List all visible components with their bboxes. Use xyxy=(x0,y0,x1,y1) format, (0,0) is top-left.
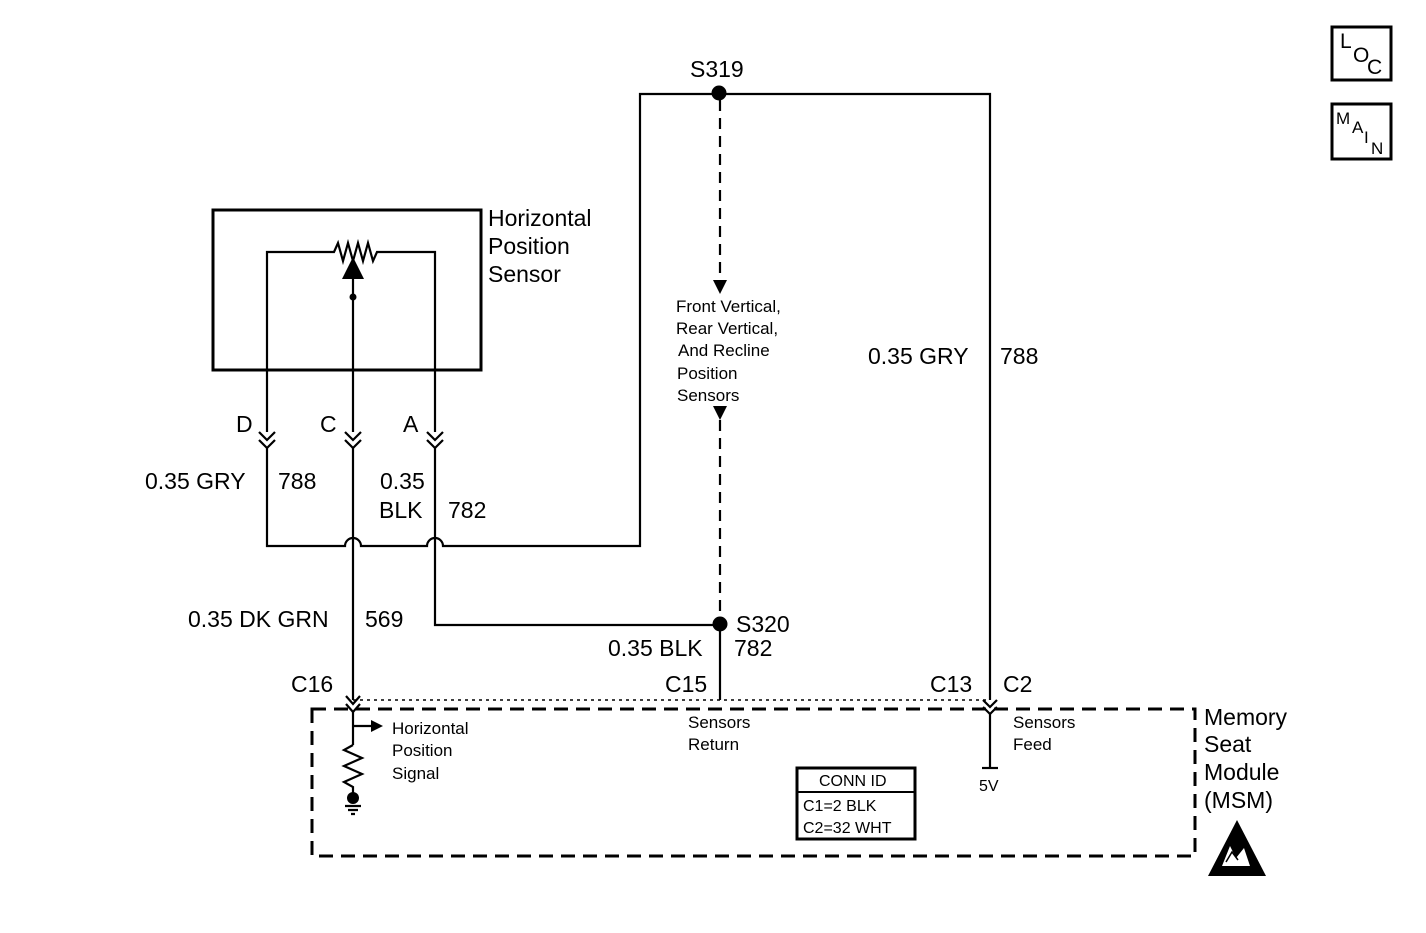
module-boundary xyxy=(310,707,1197,858)
wire-blk-782-a xyxy=(433,448,720,627)
horizontal-position-sensor: Horizontal Position Sensor xyxy=(211,205,592,372)
loc-letter-o: O xyxy=(1353,44,1369,67)
main-letter-a: A xyxy=(1352,118,1364,137)
sensor-title-line1: Horizontal xyxy=(488,205,592,231)
wire-gry-right-circuit: 788 xyxy=(1000,343,1038,369)
other-sensors-line4: Position xyxy=(677,364,737,383)
sensors-feed-line1: Sensors xyxy=(1013,713,1075,732)
wire-blk-a-color: BLK xyxy=(379,497,423,523)
connector-c16-label: C16 xyxy=(291,671,333,697)
dashed-arrow-down-icon-2 xyxy=(713,406,727,420)
sensor-title-line3: Sensor xyxy=(488,261,561,287)
conn-id-row-c1: C1=2 BLK xyxy=(803,798,877,815)
sensor-box xyxy=(211,208,483,372)
wire-gry-left-circuit: 788 xyxy=(278,468,316,494)
signal-label-line3: Signal xyxy=(392,764,439,783)
wire-blk-a-gauge: 0.35 xyxy=(380,468,425,494)
pin-d-connector-icon xyxy=(258,431,276,450)
splice-s319-label: S319 xyxy=(690,56,744,82)
c13-terminal-icon xyxy=(982,699,998,716)
pin-d-label: D xyxy=(236,411,253,437)
main-letter-n: N xyxy=(1371,139,1383,158)
loc-letter-l: L xyxy=(1340,30,1352,53)
main-button[interactable]: M A I N xyxy=(1330,102,1393,161)
signal-label-line2: Position xyxy=(392,741,452,760)
dashed-arrow-down-icon xyxy=(713,280,727,294)
potentiometer-resistor-icon xyxy=(265,238,437,370)
connector-c2-label: C2 xyxy=(1003,671,1032,697)
pin-a-connector-icon xyxy=(426,431,444,450)
splice-s320-label: S320 xyxy=(736,611,790,637)
sensors-feed-line2: Feed xyxy=(1013,735,1052,754)
conn-id-title: CONN ID xyxy=(819,773,887,790)
pullup-resistor-icon xyxy=(341,744,365,796)
wire-dkgrn-circuit: 569 xyxy=(365,606,403,632)
wire-blk-s320-circuit: 782 xyxy=(734,635,772,661)
ground-icon xyxy=(345,804,361,816)
signal-arrow-icon xyxy=(371,720,383,732)
feed-voltage-label: 5V xyxy=(979,778,999,795)
module-name-line2: Seat xyxy=(1204,731,1252,757)
pin-c-label: C xyxy=(320,411,337,437)
sensors-return-line2: Return xyxy=(688,735,739,754)
wire-blk-s320-color: 0.35 BLK xyxy=(608,635,703,661)
main-letter-m: M xyxy=(1336,109,1350,128)
wire-gry-right-color: 0.35 GRY xyxy=(868,343,969,369)
esd-warning-icon xyxy=(1208,820,1266,876)
other-sensors-line1: Front Vertical, xyxy=(676,297,781,316)
other-sensors-line5: Sensors xyxy=(677,386,739,405)
other-sensors-line2: Rear Vertical, xyxy=(676,319,778,338)
sensor-title-line2: Position xyxy=(488,233,570,259)
module-name-line3: Module xyxy=(1204,759,1279,785)
module-name-line4: (MSM) xyxy=(1204,787,1273,813)
pin-a-label: A xyxy=(403,411,419,437)
splice-s319 xyxy=(711,85,727,101)
wire-gry-788-left xyxy=(265,92,992,700)
module-name-line1: Memory xyxy=(1204,704,1288,730)
signal-label-line1: Horizontal xyxy=(392,719,469,738)
wire-dkgrn-color: 0.35 DK GRN xyxy=(188,606,329,632)
loc-letter-c: C xyxy=(1367,56,1382,79)
connector-c15-label: C15 xyxy=(665,671,707,697)
wire-blk-a-circuit: 782 xyxy=(448,497,486,523)
sensors-return-line1: Sensors xyxy=(688,713,750,732)
memory-seat-module: Memory Seat Module (MSM) Horizontal Posi… xyxy=(310,704,1288,876)
wire-gry-left-color: 0.35 GRY xyxy=(145,468,246,494)
other-sensors-line3: And Recline xyxy=(678,341,770,360)
main-letter-i: I xyxy=(1364,128,1369,147)
pin-c-connector-icon xyxy=(344,431,362,450)
conn-id-table: CONN ID C1=2 BLK C2=32 WHT xyxy=(795,766,917,841)
loc-button[interactable]: L O C xyxy=(1330,25,1393,82)
conn-id-row-c2: C2=32 WHT xyxy=(803,820,892,837)
ground-node xyxy=(347,792,359,804)
connector-c13-label: C13 xyxy=(930,671,972,697)
